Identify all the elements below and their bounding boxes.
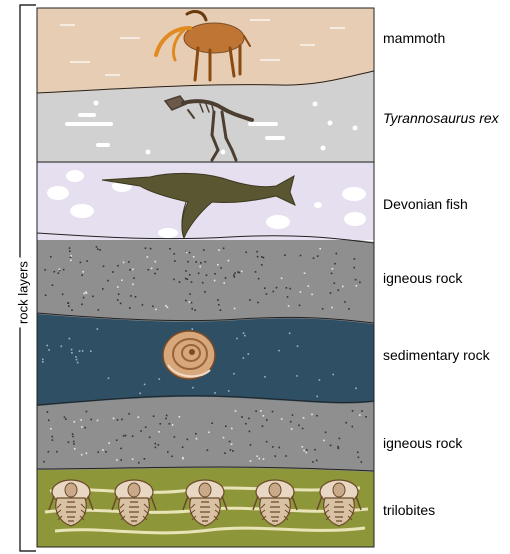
- layer-label-sedimentary: sedimentary rock: [383, 347, 490, 363]
- trex-layer: [37, 70, 374, 163]
- trilobite-icon: [316, 479, 362, 527]
- layer-label-mammoth: mammoth: [383, 30, 446, 46]
- tyrannosaurus-skeleton-icon: [163, 95, 254, 162]
- trilobite-icon: [252, 479, 298, 527]
- devonian-fish-icon: [101, 172, 296, 240]
- igneous-lower-layer: [37, 394, 374, 472]
- layer-label-igneous-upper: igneous rock: [383, 270, 463, 286]
- layer-label-trex: Tyrannosaurus rex: [383, 110, 499, 126]
- layer-label-trilobites: trilobites: [383, 502, 436, 518]
- snail-shell-icon: [162, 330, 216, 380]
- layer-label-igneous-lower: igneous rock: [383, 435, 463, 451]
- mammoth-skeleton-icon: [154, 10, 251, 82]
- layer-label-fish: Devonian fish: [383, 196, 468, 212]
- trilobite-icon: [182, 479, 228, 527]
- trilobite-icon: [48, 479, 94, 527]
- igneous-upper-layer: [37, 232, 374, 324]
- rock-layers-label: rock layers: [15, 257, 31, 328]
- trilobite-icon: [111, 479, 157, 527]
